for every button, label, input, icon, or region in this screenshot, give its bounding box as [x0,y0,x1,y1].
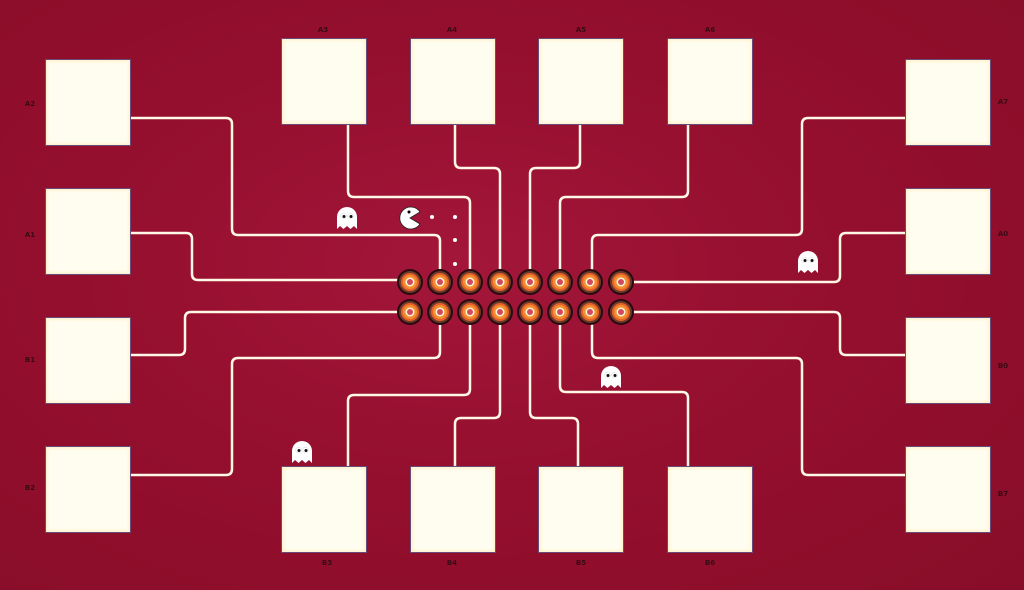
pad-a5 [539,39,623,124]
trace-b4 [453,310,502,469]
trace-b3 [346,310,472,469]
pad-a6 [668,39,752,124]
pacman-eye [407,210,411,214]
electrode [547,269,573,295]
electrode [457,299,483,325]
pad-label: B0 [997,362,1009,370]
electrode [487,269,513,295]
trace-a5 [528,122,582,284]
pad-label: B6 [704,559,716,567]
pad-label: B4 [446,559,458,567]
trace-b5 [528,310,580,469]
trace-a3 [346,122,472,284]
electrode [517,299,543,325]
electrode [547,299,573,325]
pellets [430,215,457,266]
pad-label: A0 [997,230,1009,238]
electrode [397,269,423,295]
pellet-dot [430,215,434,219]
pad-label: B2 [24,484,36,492]
electrode [487,299,513,325]
electrode [397,299,423,325]
pad-label: A3 [317,26,329,34]
electrode [457,269,483,295]
electrode [427,269,453,295]
pad-a1 [46,189,130,274]
trace-a4 [453,122,502,284]
pad-label: B3 [321,559,333,567]
pacman-icon [399,206,421,230]
ghost-icon [601,366,621,388]
trace-b2 [128,310,442,477]
trace-a2 [128,116,442,284]
pad-b4 [411,467,495,552]
pellet-dot [453,262,457,266]
pad-b5 [539,467,623,552]
pad-a7 [906,60,990,145]
trace-a0 [619,231,908,284]
pad-label: A4 [446,26,458,34]
electrode [608,299,634,325]
pad-label: B7 [997,490,1009,498]
pad-label: A6 [704,26,716,34]
ghost-icon [337,207,357,229]
trace-b0 [619,310,908,357]
pad-a0 [906,189,990,274]
trace-b6 [558,310,690,469]
pellet-dot [453,215,457,219]
electrode [608,269,634,295]
electrode [517,269,543,295]
electrode [577,299,603,325]
pad-b2 [46,447,130,532]
pad-label: A5 [575,26,587,34]
ghost-icon [798,251,818,273]
pad-label: B1 [24,356,36,364]
pad-label: B5 [575,559,587,567]
trace-b1 [128,310,412,357]
pad-a3 [282,39,366,124]
pad-label: A2 [24,100,36,108]
pad-b0 [906,318,990,403]
pad-b3 [282,467,366,552]
trace-a6 [558,122,690,284]
pad-label: A7 [997,98,1009,106]
pad-a4 [411,39,495,124]
pad-label: A1 [24,231,36,239]
pad-b6 [668,467,752,552]
electrode [577,269,603,295]
trace-b7 [590,310,908,477]
pad-b1 [46,318,130,403]
ghost-icon [292,441,312,463]
pad-a2 [46,60,130,145]
trace-a7 [590,116,908,284]
trace-a1 [128,231,412,282]
pad-b7 [906,447,990,532]
electrode [427,299,453,325]
pellet-dot [453,238,457,242]
